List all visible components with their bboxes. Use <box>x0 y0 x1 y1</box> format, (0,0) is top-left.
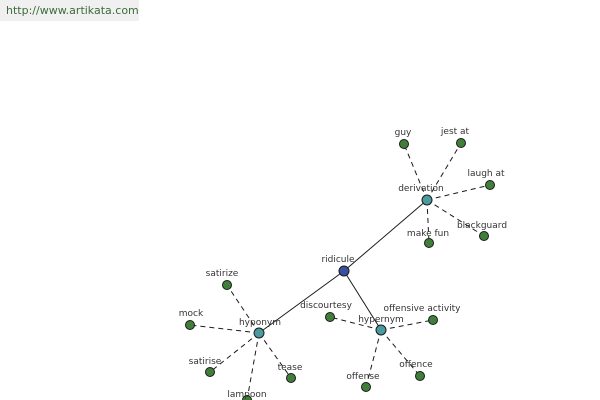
edge-hyponym-mock <box>189 324 260 334</box>
word-node-laugh-at-label[interactable]: laugh at <box>467 169 505 179</box>
word-node-offense[interactable] <box>361 382 371 392</box>
word-node-discourtesy-label[interactable]: discourtesy <box>300 301 353 311</box>
word-node-offensive-activity-label[interactable]: offensive activity <box>383 304 461 314</box>
edge-derivation-guy <box>403 143 428 201</box>
word-node-mock[interactable] <box>185 320 195 330</box>
word-node-blackguard[interactable] <box>479 231 489 241</box>
graph-edges <box>189 142 491 400</box>
relation-node-hyponym-label[interactable]: hyponym <box>239 318 281 328</box>
word-node-offensive-activity[interactable] <box>428 315 438 325</box>
word-node-offense-label[interactable]: offense <box>346 372 380 382</box>
word-node-satirize[interactable] <box>222 280 232 290</box>
word-node-satirise-label[interactable]: satirise <box>189 357 222 367</box>
edge-derivation-make-fun <box>426 199 430 244</box>
word-node-discourtesy[interactable] <box>325 312 335 322</box>
word-node-tease[interactable] <box>286 373 296 383</box>
word-node-offence-label[interactable]: offence <box>399 360 433 370</box>
word-node-mock-label[interactable]: mock <box>179 309 204 319</box>
edge-hyponym-tease <box>258 332 292 379</box>
word-node-lampoon[interactable] <box>242 395 252 400</box>
word-node-tease-label[interactable]: tease <box>278 363 303 373</box>
relation-node-derivation-label[interactable]: derivation <box>398 184 444 194</box>
site-url[interactable]: http://www.artikata.com <box>0 0 139 21</box>
graph-nodes <box>185 138 495 400</box>
word-node-guy-label[interactable]: guy <box>395 128 412 138</box>
word-node-make-fun[interactable] <box>424 238 434 248</box>
edge-hyponym-satirize <box>226 284 260 334</box>
edge-hyponym-satirise <box>209 332 260 373</box>
word-node-satirize-label[interactable]: satirize <box>206 269 239 279</box>
edge-derivation-blackguard <box>426 199 485 237</box>
word-node-make-fun-label[interactable]: make fun <box>407 229 449 239</box>
relation-node-hypernym[interactable] <box>375 324 387 336</box>
word-node-satirise[interactable] <box>205 367 215 377</box>
relation-node-derivation[interactable] <box>421 194 433 206</box>
word-node-jest-at-label[interactable]: jest at <box>440 127 470 137</box>
edge-derivation-jest-at <box>426 142 462 201</box>
center-node-ridicule-label[interactable]: ridicule <box>321 255 355 265</box>
word-node-laugh-at[interactable] <box>485 180 495 190</box>
edge-ridicule-derivation <box>343 199 428 272</box>
word-node-guy[interactable] <box>399 139 409 149</box>
edge-ridicule-hyponym <box>258 270 345 334</box>
edge-hyponym-lampoon <box>246 332 260 400</box>
graph-labels: guy jest at laugh at blackguard make fun sati… <box>179 127 507 400</box>
edge-hypernym-offense <box>365 329 382 388</box>
edge-derivation-laugh-at <box>426 184 491 201</box>
word-node-jest-at[interactable] <box>456 138 466 148</box>
relation-node-hypernym-label[interactable]: hypernym <box>358 315 404 325</box>
center-node-ridicule[interactable] <box>338 265 350 277</box>
edge-hypernym-offence <box>380 329 421 377</box>
relation-node-hyponym[interactable] <box>253 327 265 339</box>
word-node-offence[interactable] <box>415 371 425 381</box>
word-node-blackguard-label[interactable]: blackguard <box>457 221 507 231</box>
word-node-lampoon-label[interactable]: lampoon <box>227 390 266 400</box>
edge-ridicule-hypernym <box>343 270 382 331</box>
